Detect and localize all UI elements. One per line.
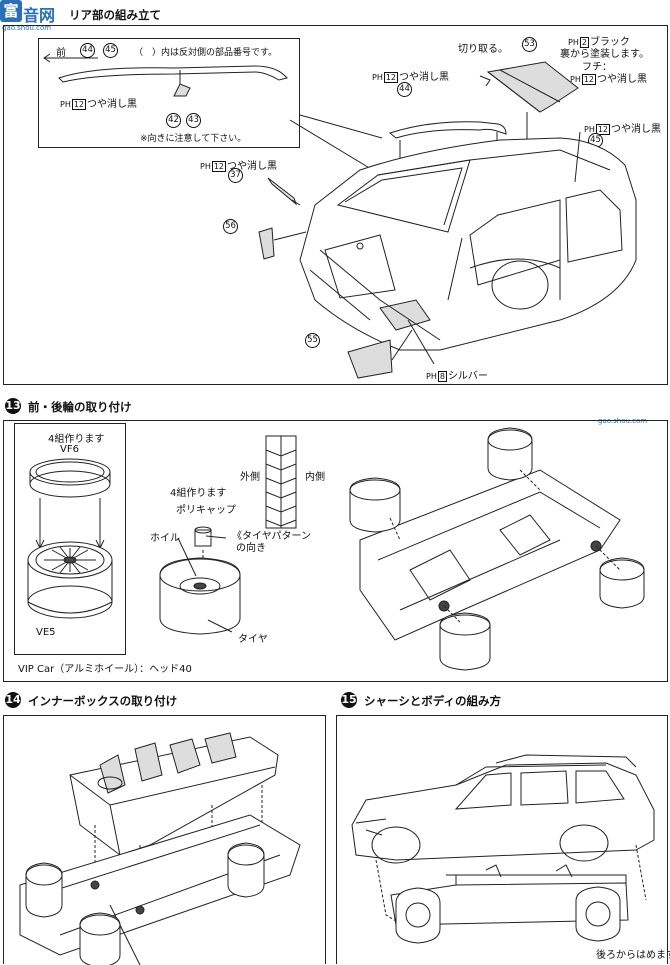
part-56: 56 [223, 219, 238, 234]
paren-note: （ ）内は反対側の部品番号です。 [134, 48, 278, 58]
step14-badge: 14 [5, 692, 21, 708]
vip-note: VIP Car（アルミホイール）：ヘッド40 [18, 664, 192, 675]
inner-label: 内側 [305, 472, 325, 483]
make4-label: 4組作ります [48, 434, 105, 445]
step14-title: インナーボックスの取り付け [28, 694, 178, 708]
cut-off-label: 切り取る。 [458, 44, 508, 55]
step12-title: リア部の組み立て [69, 8, 161, 22]
step13-frame [3, 420, 668, 682]
vf6-label: VF6 [60, 444, 79, 455]
step15-frame [336, 715, 668, 964]
part-44-main: 44 [397, 82, 412, 97]
watermark-url: gao.shou.com [2, 24, 52, 32]
inset-box [38, 38, 300, 148]
ve5-label: VE5 [36, 627, 56, 638]
part-43: 43 [186, 113, 201, 128]
tire-label: タイヤ [238, 634, 268, 645]
watermark-url-2: gao.shou.com [598, 417, 648, 425]
body-chassis-drawing [351, 754, 655, 944]
outer-label: 外側 [240, 472, 260, 483]
part-44: 44 [80, 43, 95, 58]
step12-frame [3, 25, 668, 385]
back-paint-label: 裏から塗装します。 [560, 49, 649, 60]
part-55: 55 [305, 333, 320, 348]
tread-note-1: 《タイヤパターン [232, 531, 311, 542]
make4b-label: 4組作ります [170, 488, 227, 499]
part-42: 42 [166, 113, 181, 128]
watermark-logo: 富 [0, 0, 22, 22]
wheel-label: ホイル [150, 533, 180, 544]
roof-rail-inset [58, 65, 288, 83]
front-label: 前 [56, 48, 66, 59]
front-arrow [43, 53, 98, 63]
tread-note-2: の向き [236, 543, 266, 554]
step14-frame [3, 715, 326, 964]
edge-label: フチ： [582, 62, 612, 73]
step13-badge: 13 [5, 398, 21, 414]
watermark-brand: 音网 [23, 6, 56, 25]
interior-box-drawing [19, 732, 301, 965]
part-37: 37 [228, 168, 243, 183]
step13-title: 前・後輪の取り付け [28, 400, 132, 414]
rear-car-drawing [258, 61, 637, 379]
part-45: 45 [103, 43, 118, 58]
polycap-label: ポリキャップ [176, 505, 236, 516]
attention-note: ※向きに注意して下さい。 [140, 134, 247, 144]
wheel-inset-box [14, 423, 126, 655]
step15-title: シャーシとボディの組み方 [364, 694, 501, 708]
small-clip-inset [173, 83, 191, 97]
step15-note: 後ろからはめます。 [596, 950, 670, 961]
wheel-assembly-drawing [27, 427, 645, 671]
part-53: 53 [522, 37, 537, 52]
step15-badge: 15 [341, 692, 357, 708]
